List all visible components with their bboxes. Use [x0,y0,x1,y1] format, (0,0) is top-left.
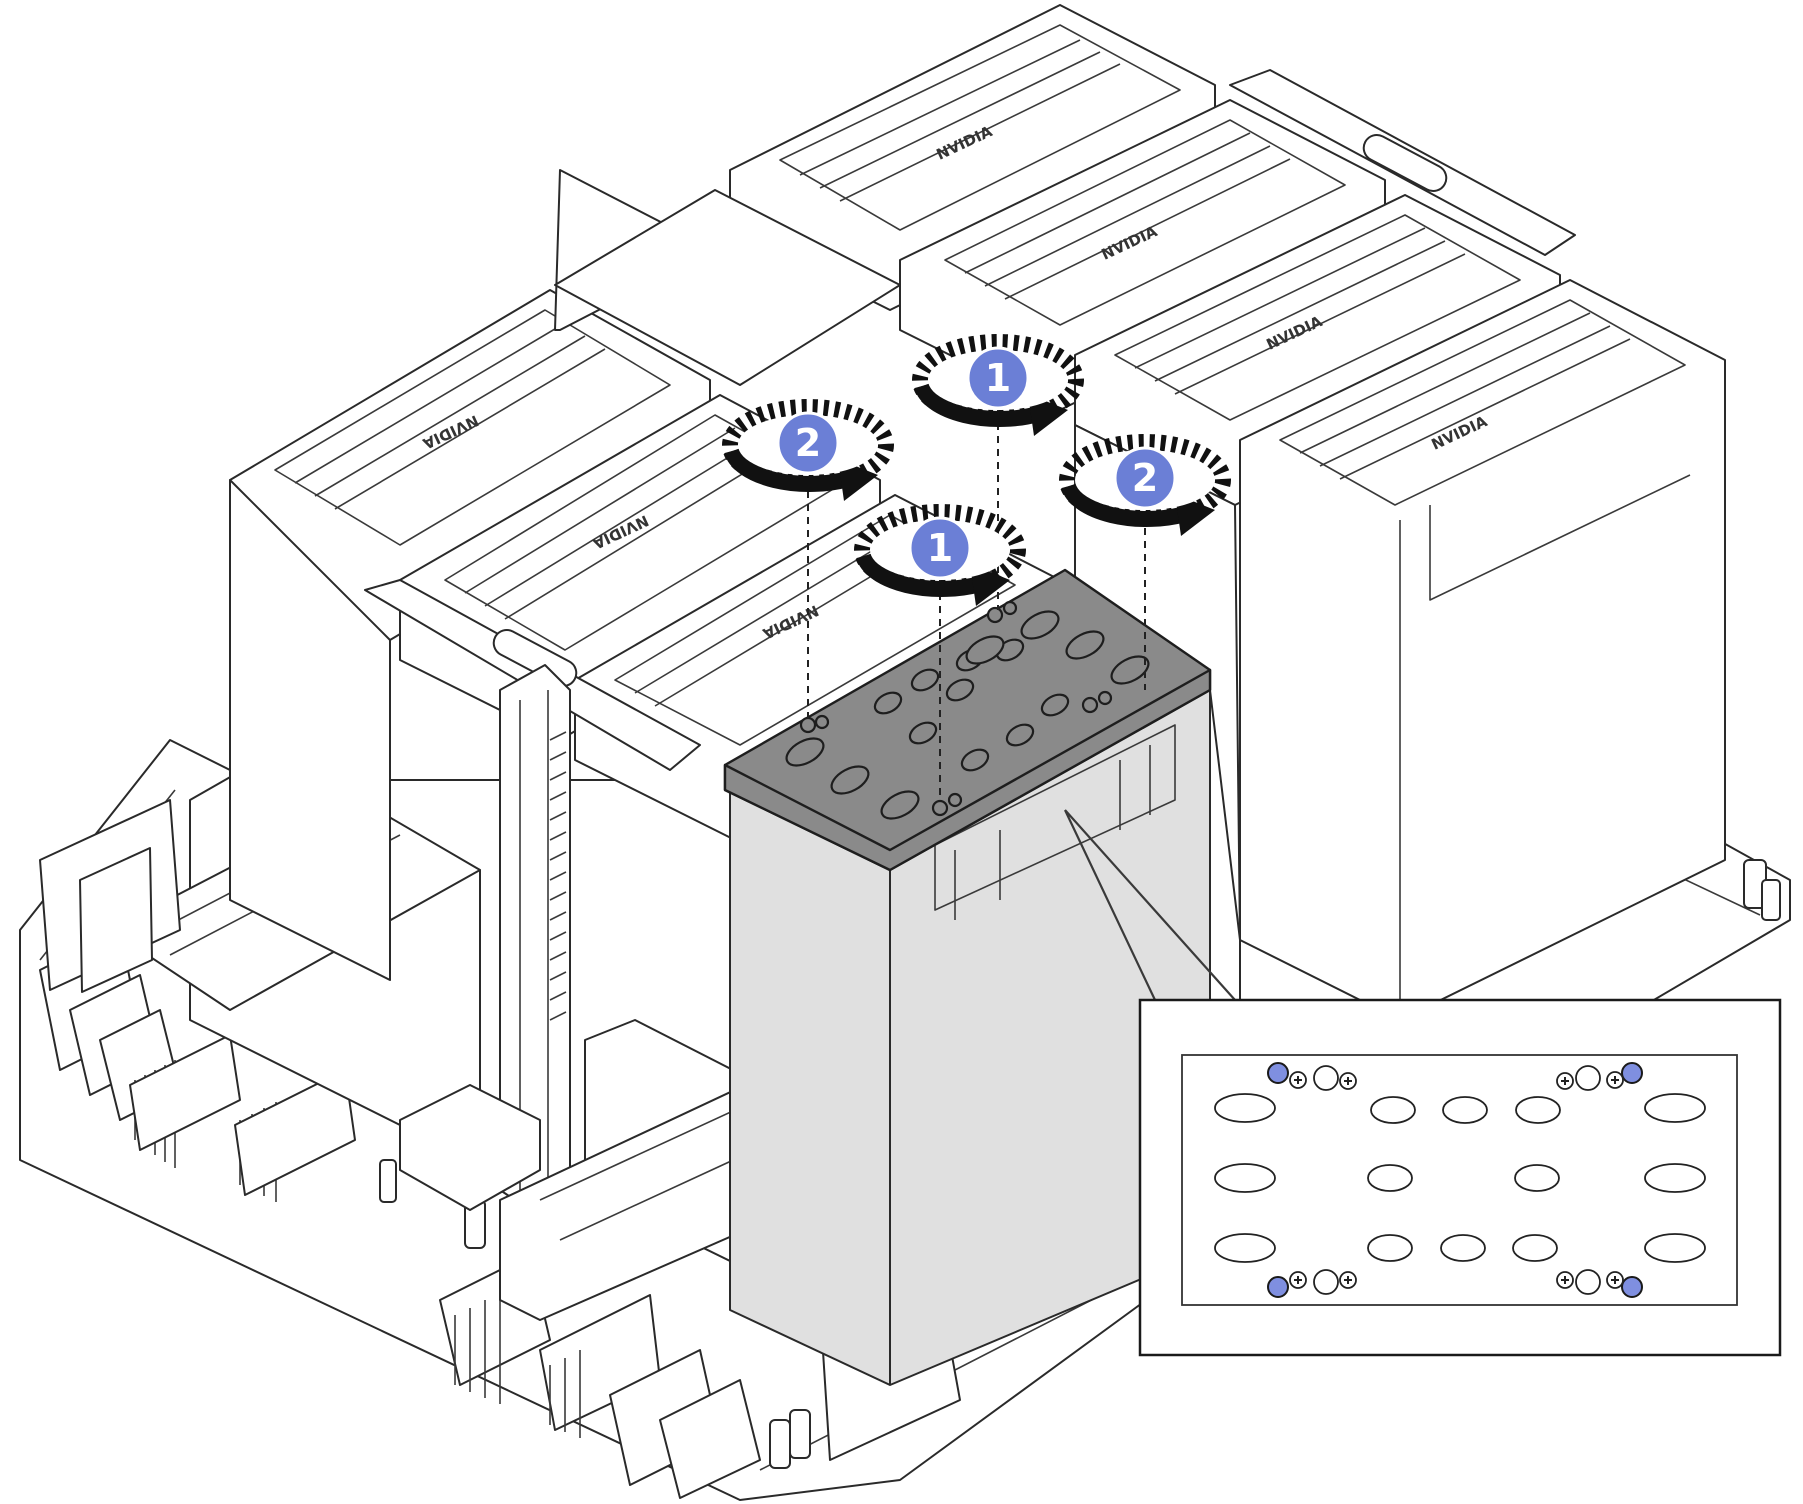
badge-circle [966,346,1030,410]
inset-hole [1512,1234,1558,1262]
badge-circle [776,411,840,475]
inset-hole [1214,1163,1276,1193]
step-badge-1: 1 [854,504,1026,606]
badge-circle [908,516,972,580]
screw-hole [1313,1269,1339,1295]
highlighted-screw [1267,1062,1289,1084]
inset-hole [1440,1234,1486,1262]
inset-hole [1442,1096,1488,1124]
inset-holes [1214,1093,1706,1263]
badge-number: 2 [795,421,821,465]
step-badge-group: 1 1 2 2 [722,334,1231,606]
step-badge-1: 1 [912,334,1084,436]
inset-screw-group [1267,1062,1357,1091]
inset-detail [1138,998,1782,1357]
badge-number: 1 [927,526,953,570]
highlighted-screw [1621,1062,1643,1084]
inset-hole [1367,1164,1413,1192]
step-badge-2: 2 [722,399,894,501]
screw-hole [1313,1065,1339,1091]
inset-hole [1644,1163,1706,1193]
inset-hole [1515,1096,1561,1124]
inset-hole [1367,1234,1413,1262]
screw-guide-lines [807,410,1146,800]
highlighted-screw [1621,1276,1643,1298]
highlighted-screw [1267,1276,1289,1298]
inset-screw-group [1556,1062,1643,1091]
step-badge-2: 2 [1059,434,1231,536]
inset-hole [1214,1093,1276,1123]
inset-hole [1644,1233,1706,1263]
connector-bank [39,929,761,1499]
badge-number: 1 [985,356,1011,400]
mounting-standoff [379,859,1781,1469]
inset-hole [1370,1096,1416,1124]
screw-hole [1575,1065,1601,1091]
top-plate-holes [785,600,1150,820]
inset-callout-lines [1064,809,1236,1001]
inset-hole [1214,1233,1276,1263]
inset-screws [1267,1062,1643,1298]
rotate-counterclockwise-icon [854,504,1026,606]
badge-circle [1113,446,1177,510]
screw-hole [1575,1269,1601,1295]
inset-hole [1514,1164,1560,1192]
inset-hole [1644,1093,1706,1123]
inset-screw-group [1556,1269,1643,1298]
inset-screw-group [1267,1269,1357,1298]
badge-number: 2 [1132,456,1158,500]
